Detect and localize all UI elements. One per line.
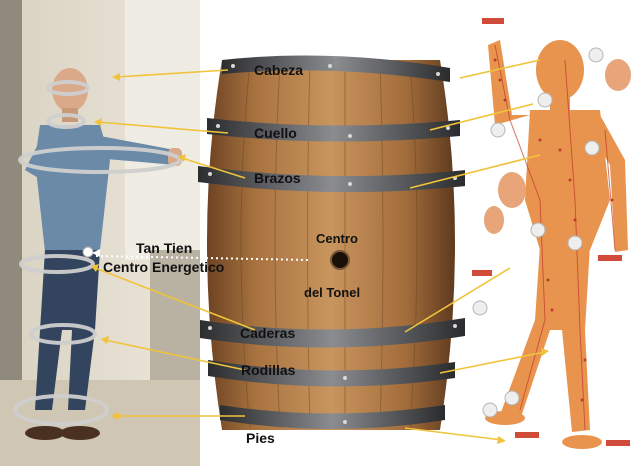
label-centro-energetico: Centro Energetico [103,259,225,275]
label-del-tonel: del Tonel [304,285,361,300]
barrel-illustration [198,55,466,430]
connector-arrows [91,59,549,444]
label-tan-tien: Tan Tien [136,240,193,256]
acupuncture-chart [465,0,640,466]
label-rodillas: Rodillas [241,362,296,378]
label-pies: Pies [246,430,275,446]
label-cuello: Cuello [254,125,297,141]
tan-tien-connector [95,255,311,261]
label-cabeza: Cabeza [254,62,304,78]
standing-man-photo [0,0,200,466]
label-brazos: Brazos [254,170,301,186]
label-centro: Centro [316,231,358,246]
label-caderas: Caderas [240,325,296,341]
